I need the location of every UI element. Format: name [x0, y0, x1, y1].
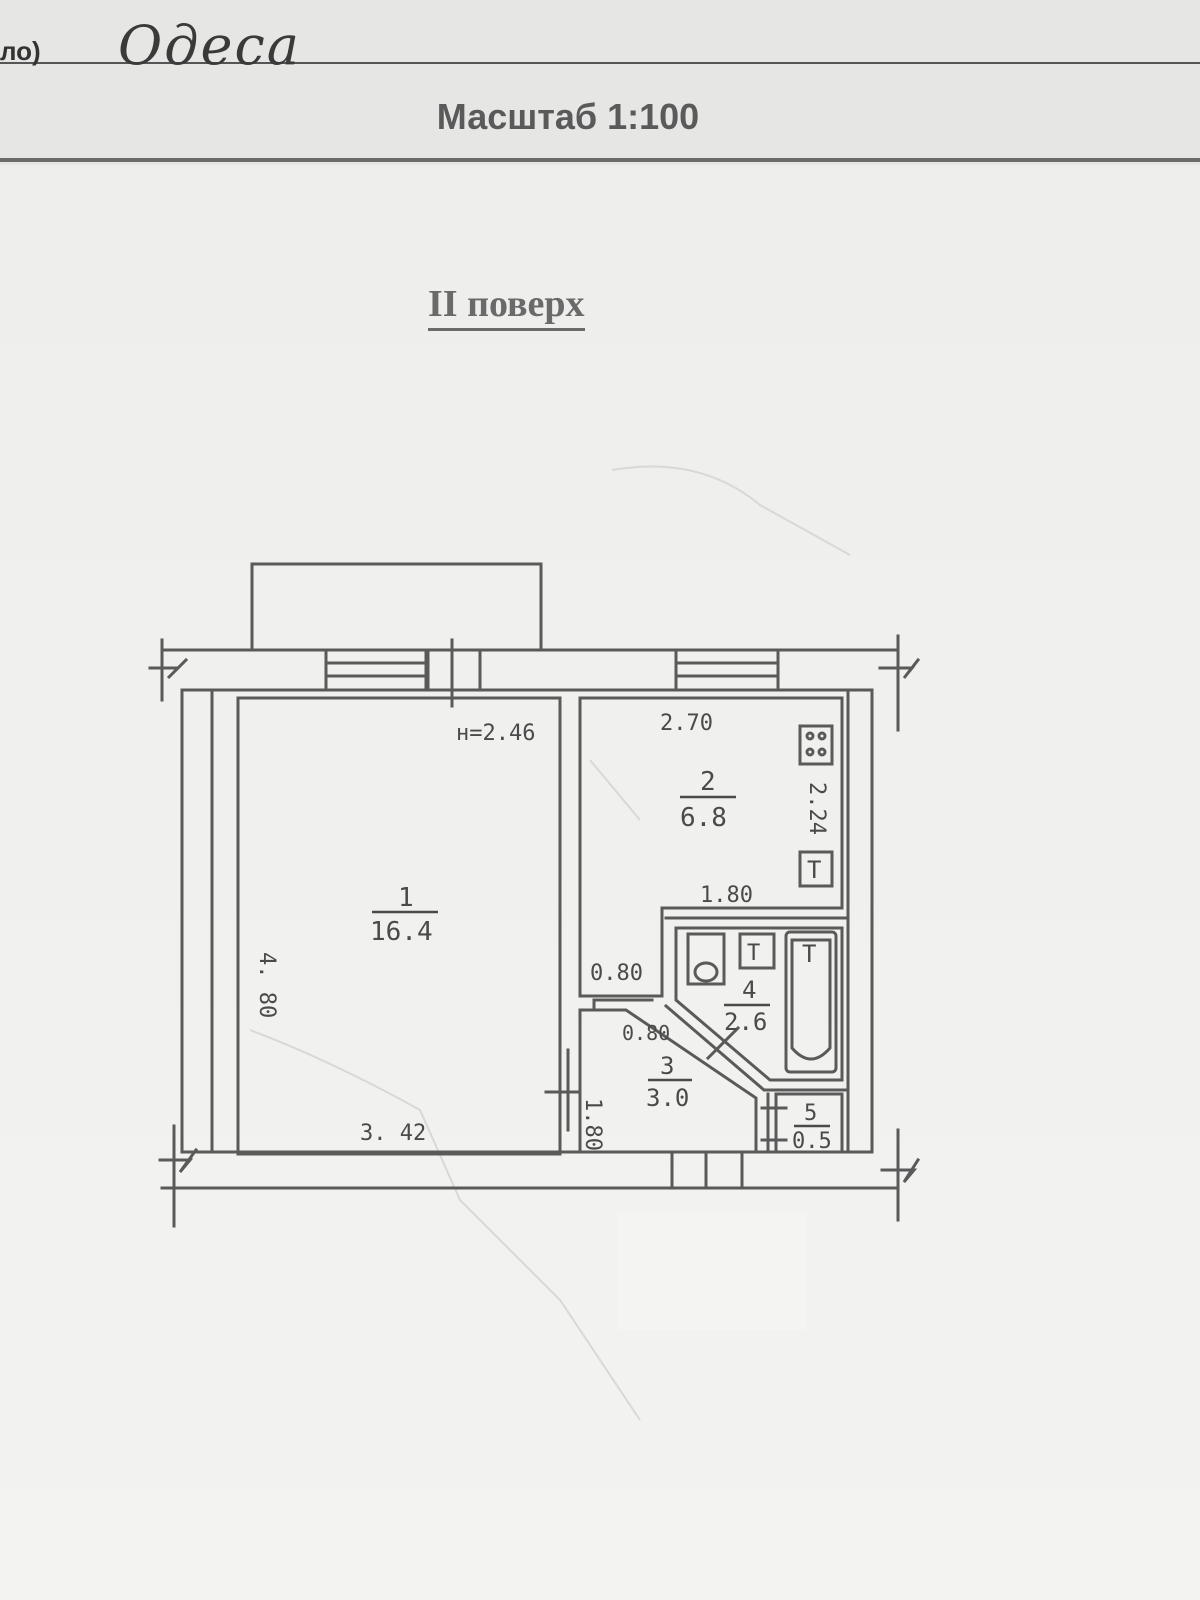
room-1-number: 1 — [398, 883, 414, 913]
dimension-room2-width: 2.70 — [660, 711, 713, 736]
paper-crease — [249, 1029, 641, 1421]
header-divider — [0, 158, 1200, 162]
floor-title: II поверх — [428, 282, 585, 331]
room-4 — [674, 926, 844, 1082]
room-1-area: 16.4 — [370, 917, 433, 947]
dimension-room1-length: 4. 80 — [254, 952, 279, 1018]
balcony-door — [426, 648, 482, 692]
room-2-number: 2 — [700, 767, 716, 797]
door-bath — [705, 1025, 741, 1061]
break-mark — [878, 634, 921, 732]
room-4-number: 4 — [742, 976, 756, 1004]
paper-patch — [618, 1212, 806, 1330]
stove-icon — [798, 724, 834, 766]
room-5-area: 0.5 — [792, 1129, 832, 1154]
washbasin-icon — [738, 932, 776, 970]
break-mark — [148, 638, 189, 702]
washbasin-symbol: Т — [747, 941, 760, 966]
dimension-hall-length: 1.80 — [580, 1098, 605, 1151]
room-4-area: 2.6 — [724, 1008, 767, 1036]
room-1 — [236, 696, 562, 1156]
paper-crease — [611, 465, 851, 556]
window-room1 — [324, 648, 428, 692]
room-3-number: 3 — [660, 1052, 674, 1080]
city-handwritten: Одеса — [118, 14, 301, 77]
header-rule — [0, 62, 1200, 64]
room-5 — [774, 1092, 844, 1154]
dimension-room1-width: 3. 42 — [360, 1121, 426, 1146]
bathtub-symbol: Т — [802, 940, 816, 968]
balcony — [250, 562, 543, 652]
room-2 — [578, 696, 844, 998]
paper-header-area — [0, 0, 1200, 165]
dimension-room2-length: 2.24 — [804, 782, 829, 835]
break-mark — [880, 1128, 921, 1222]
kitchen-sink-symbol: Т — [807, 856, 821, 884]
dimension-hall-depth-a: 0.80 — [590, 961, 643, 986]
bathtub-icon — [784, 930, 838, 1074]
city-prefix: ло) — [0, 36, 41, 66]
ceiling-height-label: н=2.46 — [456, 721, 535, 746]
room-3 — [578, 1008, 758, 1154]
break-mark — [158, 1124, 199, 1228]
kitchen-sink-icon — [798, 850, 834, 888]
room-3-area: 3.0 — [646, 1084, 689, 1112]
scale-label: Масштаб 1:100 — [0, 96, 1200, 138]
dimension-hall-depth-b: 0.80 — [622, 1021, 670, 1045]
scale-text: Масштаб 1:100 — [436, 96, 700, 137]
dimension-bath-width: 1.80 — [700, 883, 753, 908]
toilet-icon — [686, 932, 726, 986]
paper-crease — [589, 759, 641, 821]
room-5-number: 5 — [804, 1101, 817, 1126]
window-room2 — [674, 648, 780, 692]
room-2-area: 6.8 — [680, 803, 727, 833]
